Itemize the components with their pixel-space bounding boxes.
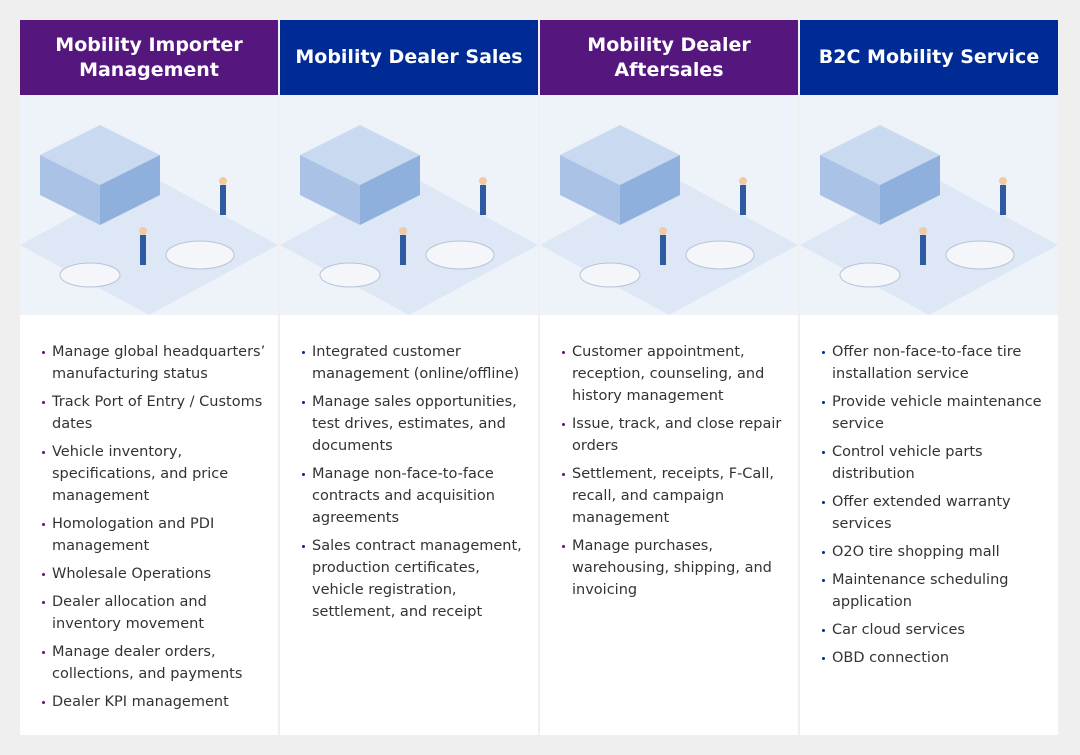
isometric-illustration	[800, 125, 1058, 315]
list-item: Dealer allocation and inventory movement	[42, 591, 266, 635]
column-header: B2C Mobility Service	[800, 20, 1058, 95]
list-item: Offer extended warranty services	[822, 491, 1046, 535]
list-item: Homologation and PDI management	[42, 513, 266, 557]
column-header: Mobility Importer Management	[20, 20, 278, 95]
list-item: Manage global headquarters’ manufacturin…	[42, 341, 266, 385]
column-importer-management: Mobility Importer Management Manage glob…	[20, 20, 278, 735]
list-item: Dealer KPI management	[42, 691, 266, 713]
list-item: Manage sales opportunities, test drives,…	[302, 391, 526, 457]
feature-list: Integrated customer management (online/o…	[280, 315, 538, 629]
list-item: O2O tire shopping mall	[822, 541, 1046, 563]
list-item: Sales contract management, production ce…	[302, 535, 526, 623]
list-item: Settlement, receipts, F-Call, recall, an…	[562, 463, 786, 529]
list-item: Manage dealer orders, collections, and p…	[42, 641, 266, 685]
feature-list: Manage global headquarters’ manufacturin…	[20, 315, 278, 719]
illustration	[800, 95, 1058, 315]
column-dealer-aftersales: Mobility Dealer Aftersales Customer appo…	[540, 20, 798, 735]
list-item: Integrated customer management (online/o…	[302, 341, 526, 385]
isometric-illustration	[540, 125, 798, 315]
list-item: Wholesale Operations	[42, 563, 266, 585]
illustration	[20, 95, 278, 315]
list-item: Issue, track, and close repair orders	[562, 413, 786, 457]
column-b2c-mobility-service: B2C Mobility Service Offer non-face-to-f…	[800, 20, 1058, 735]
illustration	[280, 95, 538, 315]
list-item: Maintenance scheduling application	[822, 569, 1046, 613]
list-item: Manage non-face-to-face contracts and ac…	[302, 463, 526, 529]
column-header: Mobility Dealer Sales	[280, 20, 538, 95]
list-item: Control vehicle parts distribution	[822, 441, 1046, 485]
list-item: Provide vehicle maintenance service	[822, 391, 1046, 435]
column-header: Mobility Dealer Aftersales	[540, 20, 798, 95]
isometric-illustration	[280, 125, 538, 315]
list-item: Vehicle inventory, specifications, and p…	[42, 441, 266, 507]
column-dealer-sales: Mobility Dealer Sales Integrated custome…	[280, 20, 538, 735]
list-item: Manage purchases, warehousing, shipping,…	[562, 535, 786, 601]
list-item: Customer appointment, reception, counsel…	[562, 341, 786, 407]
illustration	[540, 95, 798, 315]
feature-list: Customer appointment, reception, counsel…	[540, 315, 798, 607]
list-item: Track Port of Entry / Customs dates	[42, 391, 266, 435]
list-item: OBD connection	[822, 647, 1046, 669]
list-item: Car cloud services	[822, 619, 1046, 641]
list-item: Offer non-face-to-face tire installation…	[822, 341, 1046, 385]
feature-list: Offer non-face-to-face tire installation…	[800, 315, 1058, 675]
service-columns: Mobility Importer Management Manage glob…	[20, 20, 1058, 735]
isometric-illustration	[20, 125, 278, 315]
